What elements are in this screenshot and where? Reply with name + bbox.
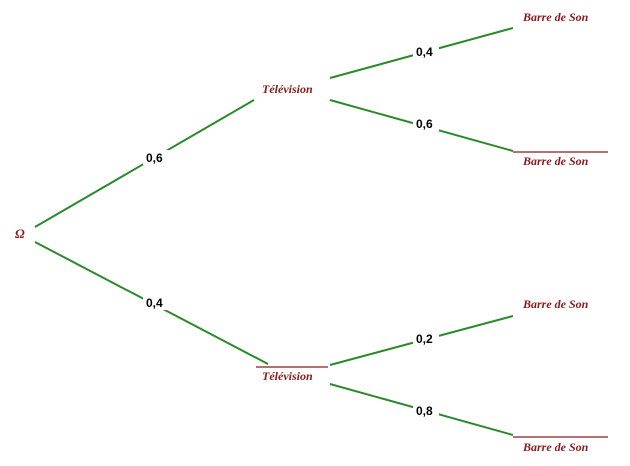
node-tv-not-soundbar: Barre de Son	[522, 154, 589, 168]
prob-not-tv-soundbar: 0,2	[416, 332, 433, 346]
prob-root-tv: 0,6	[146, 151, 163, 165]
prob-bg-tv-soundbar	[413, 44, 439, 59]
node-tv-soundbar: Barre de Son	[522, 10, 589, 24]
prob-bg-not-tv-not-soundbar	[413, 403, 439, 418]
prob-tv-soundbar: 0,4	[416, 45, 433, 59]
prob-tv-not-soundbar: 0,6	[416, 117, 433, 131]
prob-bg-not-tv	[143, 295, 169, 310]
root-omega-label: Ω	[15, 226, 25, 241]
node-not-tv: Télévision	[262, 369, 313, 383]
node-not-tv-not-soundbar: Barre de Son	[522, 440, 589, 454]
prob-bg-tv-not-soundbar	[413, 116, 439, 131]
prob-bg-tv	[143, 150, 169, 165]
node-not-tv-soundbar: Barre de Son	[522, 297, 589, 311]
prob-not-tv-not-soundbar: 0,8	[416, 404, 433, 418]
prob-bg-not-tv-soundbar	[413, 331, 439, 346]
prob-root-not-tv: 0,4	[146, 296, 163, 310]
node-tv: Télévision	[262, 82, 313, 96]
